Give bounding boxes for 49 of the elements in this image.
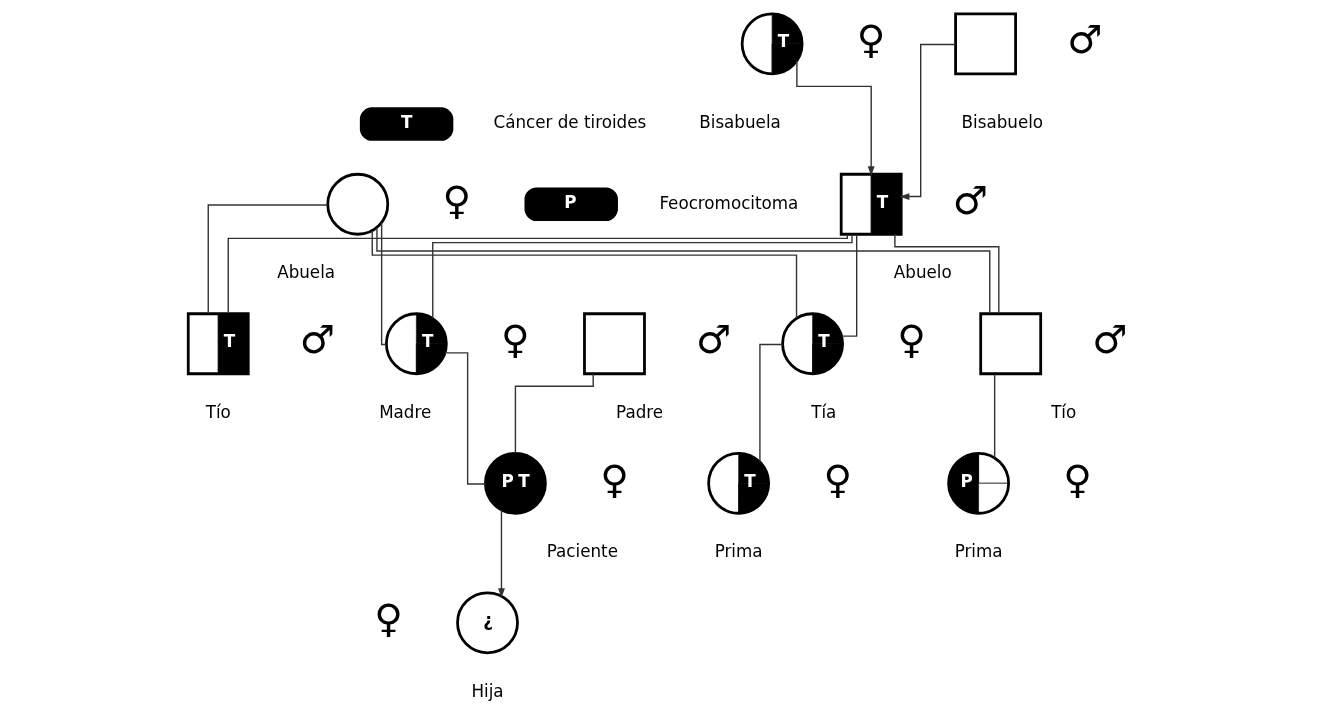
connector [759, 343, 784, 463]
arrow [899, 43, 957, 200]
node-circle [326, 172, 390, 236]
node-label: Paciente [546, 541, 618, 562]
node-label: Madre [379, 401, 432, 422]
node-box [979, 312, 1043, 376]
node-label: ♀ [856, 17, 886, 63]
node-label: ♀ [374, 596, 403, 642]
connector [207, 204, 329, 315]
connector [993, 373, 996, 459]
node-box [954, 12, 1017, 76]
node-label: ♀ [600, 456, 629, 502]
arrow [796, 60, 875, 176]
node-circle: P T [484, 451, 547, 515]
node-box: P [524, 187, 618, 221]
node-label: ♀ [501, 317, 530, 363]
node-label: Tío [1051, 401, 1077, 422]
node-label: Bisabuelo [961, 112, 1044, 133]
node-label: Cáncer de tiroides [493, 112, 647, 133]
connector [432, 233, 853, 319]
node-label: Hija [471, 680, 504, 701]
node-label: Tío [205, 401, 231, 422]
node-label: ♀ [1063, 456, 1092, 502]
node-label: Abuela [277, 262, 336, 283]
node-label: ♂ [952, 177, 988, 223]
node-label: Feocromocitoma [659, 192, 799, 213]
node-label: ♂ [1092, 317, 1128, 363]
node-label: Tía [811, 401, 837, 422]
node-label: Prima [714, 541, 763, 562]
node-label: ♀ [442, 177, 472, 223]
node-label: ♀ [823, 456, 852, 502]
connector [371, 230, 798, 319]
node-label: ♀ [897, 317, 926, 363]
node-label: Prima [954, 541, 1003, 562]
node-label: Padre [616, 401, 664, 422]
connector [894, 233, 1000, 315]
connector [514, 373, 594, 454]
connector [380, 221, 387, 346]
node-label: Abuelo [893, 262, 952, 283]
connector [376, 226, 991, 315]
arrow [498, 509, 505, 599]
node-label: ♂ [299, 317, 335, 363]
node-label: ♂ [696, 317, 732, 363]
node-box: T [359, 107, 454, 141]
node-circle: ¿ [456, 591, 519, 655]
node-label: Bisabuela [699, 112, 781, 133]
connector [227, 234, 848, 314]
node-box [583, 312, 646, 376]
node-label: ♂ [1067, 17, 1103, 63]
